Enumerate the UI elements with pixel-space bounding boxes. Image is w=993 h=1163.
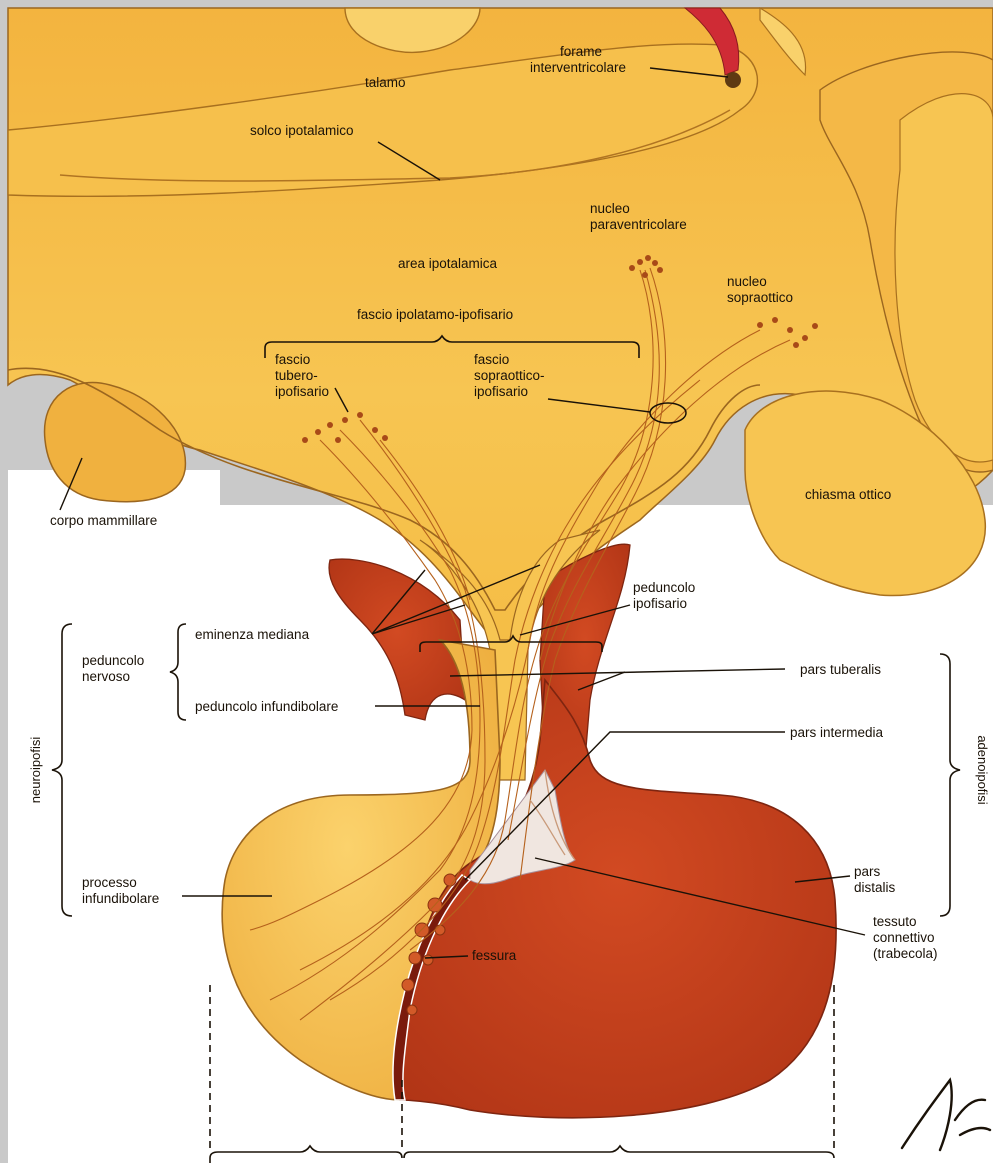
label-mammillare: corpo mammillare: [50, 513, 157, 528]
label-processo-2: infundibolare: [82, 891, 159, 906]
label-talamo: talamo: [365, 75, 406, 90]
label-pars-distalis-2: distalis: [854, 880, 896, 895]
label-ped-nervoso-2: nervoso: [82, 669, 130, 684]
label-soprao-3: ipofisario: [474, 384, 528, 399]
label-fascio-ip: fascio ipolatamo-ipofisario: [357, 307, 513, 322]
label-ped-infund: peduncolo infundibolare: [195, 699, 338, 714]
label-processo-1: processo: [82, 875, 137, 890]
label-neuroipofisi: neuroipofisi: [28, 737, 43, 804]
label-peduncolo-ipo-2: ipofisario: [633, 596, 687, 611]
label-tessuto-1: tessuto: [873, 914, 917, 929]
label-forame-2: interventricolare: [530, 60, 626, 75]
label-nucleo-pv-2: paraventricolare: [590, 217, 687, 232]
label-tubero-2: tubero-: [275, 368, 318, 383]
label-forame-1: forame: [560, 44, 602, 59]
label-ped-nervoso-1: peduncolo: [82, 653, 144, 668]
label-peduncolo-ipo-1: peduncolo: [633, 580, 695, 595]
label-chiasma: chiasma ottico: [805, 487, 891, 502]
label-tessuto-3: (trabecola): [873, 946, 938, 961]
label-pars-intermedia: pars intermedia: [790, 725, 884, 740]
label-solco: solco ipotalamico: [250, 123, 354, 138]
label-eminenza: eminenza mediana: [195, 627, 310, 642]
label-tessuto-2: connettivo: [873, 930, 935, 945]
label-nucleo-so-1: nucleo: [727, 274, 767, 289]
label-area: area ipotalamica: [398, 256, 498, 271]
label-nucleo-so-2: sopraottico: [727, 290, 793, 305]
label-pars-distalis-1: pars: [854, 864, 881, 879]
interventricular-foramen: [725, 72, 741, 88]
label-adenoipofisi: adenoipofisi: [975, 735, 990, 804]
label-tubero-1: fascio: [275, 352, 310, 367]
label-nucleo-pv-1: nucleo: [590, 201, 630, 216]
label-soprao-2: sopraottico-: [474, 368, 545, 383]
label-pars-tuberalis: pars tuberalis: [800, 662, 881, 677]
label-fessura: fessura: [472, 948, 517, 963]
label-tubero-3: ipofisario: [275, 384, 329, 399]
label-soprao-1: fascio: [474, 352, 509, 367]
